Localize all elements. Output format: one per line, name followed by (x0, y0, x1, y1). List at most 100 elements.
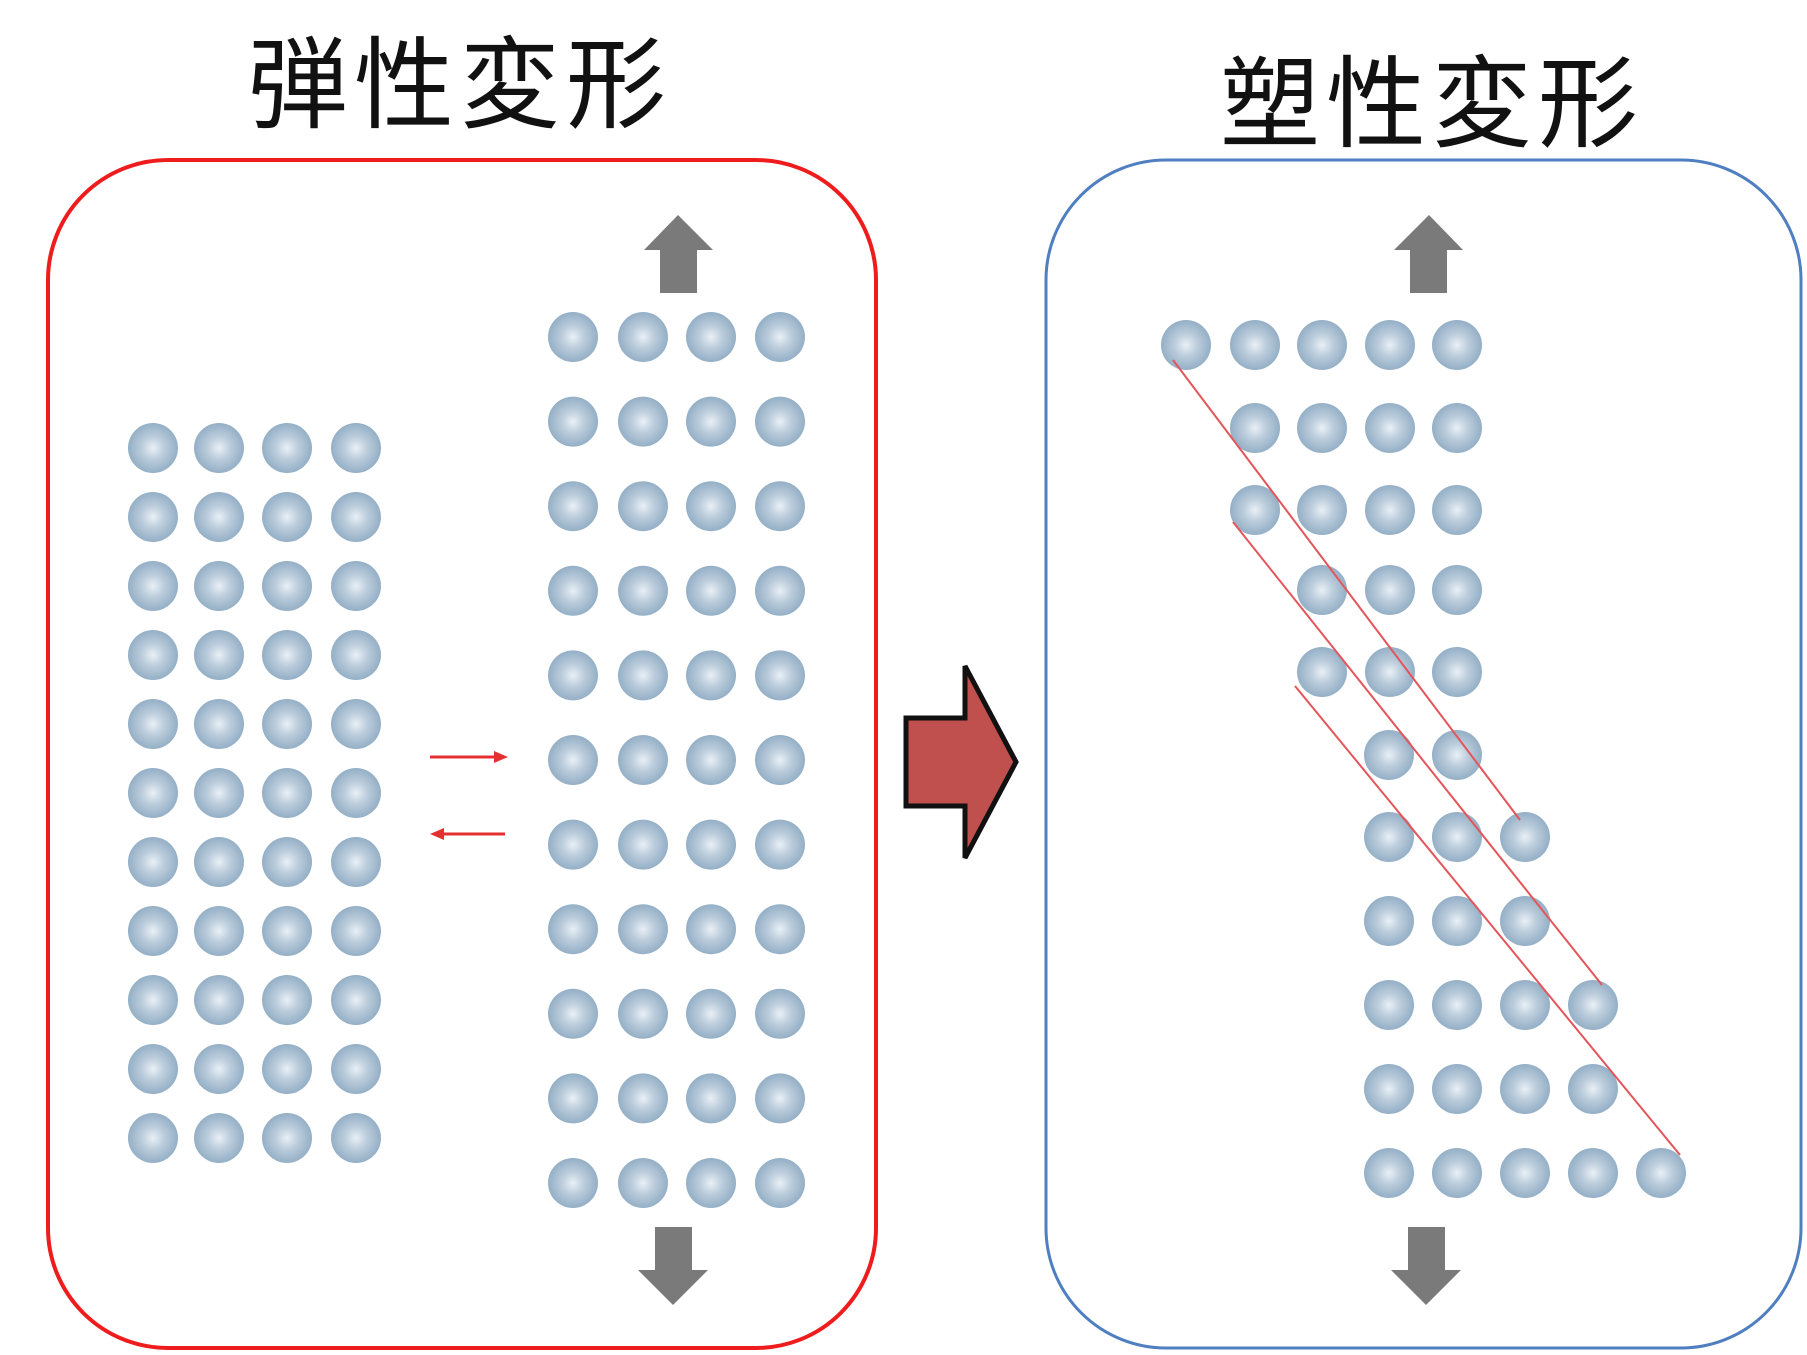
atom (548, 735, 598, 785)
atom (686, 1073, 736, 1124)
atom (331, 975, 381, 1025)
atom (618, 1158, 668, 1208)
atom (262, 492, 312, 542)
atom (1297, 320, 1347, 370)
atom (1432, 730, 1482, 780)
atom (686, 481, 736, 532)
atom (618, 1073, 668, 1124)
atom (1432, 812, 1482, 862)
atom (755, 988, 805, 1039)
atom (262, 975, 312, 1025)
atom (1365, 485, 1415, 535)
atom (1297, 403, 1347, 453)
atom (686, 735, 736, 785)
atom (618, 735, 668, 785)
elastic-lattice-stretched (548, 312, 805, 1208)
atom (128, 906, 178, 956)
atom (128, 630, 178, 680)
atom (1364, 1064, 1414, 1114)
atom (331, 837, 381, 887)
atom (262, 906, 312, 956)
atom (194, 837, 244, 887)
atom (1297, 565, 1347, 615)
arrow-right-small-icon (430, 751, 508, 763)
slip-line (1232, 521, 1603, 986)
arrow-up-icon (1394, 215, 1463, 293)
atom (755, 735, 805, 785)
atom (1161, 320, 1211, 370)
slip-line (1172, 359, 1521, 821)
atom (618, 988, 668, 1039)
atom (548, 1158, 598, 1208)
atom (128, 699, 178, 749)
atom (194, 975, 244, 1025)
atom (686, 819, 736, 870)
atom (194, 906, 244, 956)
slip-line (1294, 685, 1681, 1156)
arrow-up-icon (644, 215, 713, 293)
atom (618, 312, 668, 362)
atom (1500, 1148, 1550, 1198)
atom (128, 1044, 178, 1094)
atom (128, 423, 178, 473)
atom (262, 1113, 312, 1163)
atom (686, 1158, 736, 1208)
atom (1432, 403, 1482, 453)
atom (331, 423, 381, 473)
atom (618, 481, 668, 532)
atom (194, 768, 244, 818)
atom (262, 1044, 312, 1094)
atom (331, 561, 381, 611)
atom (1297, 485, 1347, 535)
atom (548, 819, 598, 870)
atom (262, 423, 312, 473)
atom (194, 699, 244, 749)
atom (331, 699, 381, 749)
atom (755, 481, 805, 532)
arrow-right-icon (903, 664, 1019, 860)
atom (1568, 980, 1618, 1030)
atom (1230, 320, 1280, 370)
title-elastic-deformation: 弾性変形 (248, 27, 672, 144)
atom (1364, 730, 1414, 780)
atom (194, 1044, 244, 1094)
atom (1500, 812, 1550, 862)
atom (686, 396, 736, 447)
atom (194, 492, 244, 542)
atom (1432, 320, 1482, 370)
atom (548, 988, 598, 1039)
atom (1432, 565, 1482, 615)
elastic-panel (46, 158, 878, 1350)
atom (686, 988, 736, 1039)
atom (1365, 320, 1415, 370)
arrow-left-small-icon (430, 828, 505, 840)
atom (686, 565, 736, 616)
reversible-arrows (430, 751, 508, 840)
atom (1364, 1148, 1414, 1198)
atom (1568, 1148, 1618, 1198)
atom (548, 565, 598, 616)
atom (331, 768, 381, 818)
elastic-frame (46, 158, 878, 1350)
plastic-lattice (1161, 320, 1686, 1198)
atom (755, 1073, 805, 1124)
atom (548, 312, 598, 362)
atom (1364, 812, 1414, 862)
atom (331, 492, 381, 542)
atom (128, 492, 178, 542)
atom (331, 906, 381, 956)
atom (755, 396, 805, 447)
atom (1365, 647, 1415, 697)
atom (1297, 647, 1347, 697)
atom (1432, 647, 1482, 697)
arrow-down-icon (638, 1227, 708, 1305)
atom (1500, 896, 1550, 946)
elastic-lattice-original (128, 423, 381, 1163)
atom (262, 768, 312, 818)
atom (755, 904, 805, 955)
atom (618, 396, 668, 447)
atom (1432, 896, 1482, 946)
atom (128, 975, 178, 1025)
